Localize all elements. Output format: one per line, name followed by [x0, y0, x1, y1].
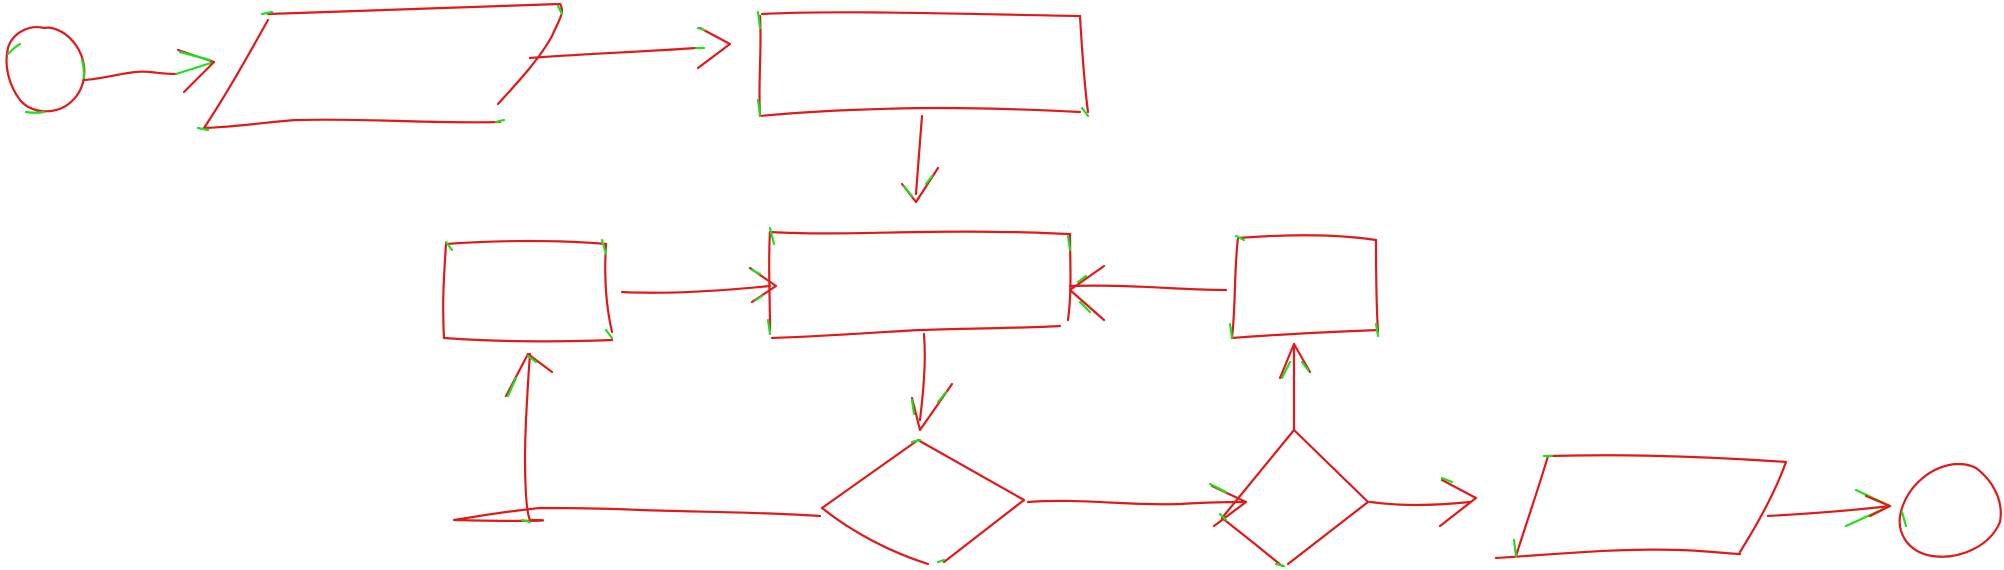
decision-2-node	[1218, 428, 1370, 568]
process-top-node	[756, 10, 1090, 118]
end-node	[1898, 462, 2002, 558]
edge-decision-2-output	[1368, 476, 1478, 528]
process-right-node	[1228, 234, 1380, 340]
edge-start-input	[82, 48, 216, 94]
edge-input-process-top	[528, 26, 732, 70]
edge-decision-1-process-left	[452, 352, 822, 524]
process-center-node	[766, 226, 1072, 340]
edge-decision-1-decision-2	[1026, 482, 1248, 528]
decision-1-node	[820, 438, 1026, 566]
edge-output-end	[1766, 488, 1892, 528]
process-left-node	[442, 238, 614, 343]
edge-process-center-decision-1	[910, 332, 954, 432]
input-node	[196, 2, 564, 132]
edge-decision-2-process-right	[1278, 342, 1312, 432]
edge-process-top-process-center	[900, 114, 940, 204]
edge-process-right-process-center	[1068, 264, 1228, 322]
edge-process-left-process-center	[620, 266, 778, 304]
start-node	[5, 26, 86, 114]
output-node	[1494, 454, 1788, 560]
